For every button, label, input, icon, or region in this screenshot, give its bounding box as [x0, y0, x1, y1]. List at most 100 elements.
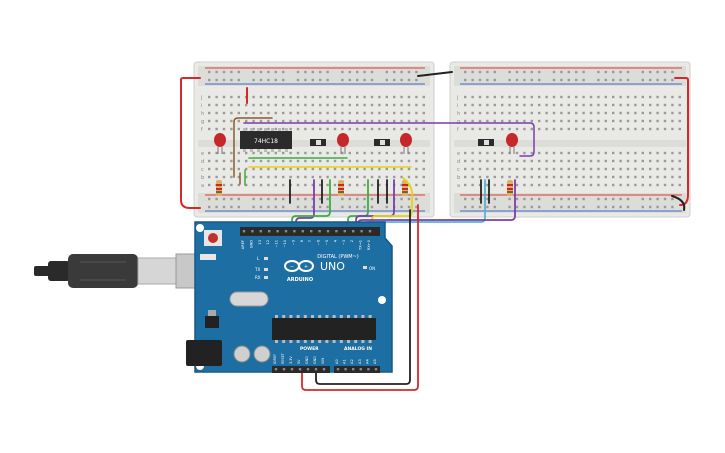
digital-pin-label: TX→1	[359, 240, 363, 251]
header-pin[interactable]	[360, 230, 363, 233]
ic-chip[interactable]: 74HC18	[240, 128, 292, 152]
arduino-logo-text: ARDUINO	[287, 277, 313, 283]
power-pin-label: 5V	[297, 359, 301, 364]
row-label: j	[456, 95, 458, 101]
header-pin[interactable]	[344, 368, 347, 371]
status-leds: L TX RX	[254, 256, 268, 280]
digital-pin-label: AREF	[241, 240, 245, 249]
row-label: g	[201, 119, 204, 125]
header-pin[interactable]	[274, 368, 278, 371]
row-label: f	[457, 127, 459, 133]
wire-black-rail-bridge[interactable]	[417, 71, 453, 77]
header-pin[interactable]	[352, 230, 355, 233]
row-label: c	[201, 167, 204, 173]
row-label: d	[201, 159, 204, 165]
voltage-regulator	[205, 316, 219, 328]
wire-purple-chip[interactable]	[243, 122, 535, 157]
row-label: b	[201, 175, 204, 181]
header-pin[interactable]	[322, 368, 326, 371]
led-3[interactable]	[400, 133, 412, 154]
resistor-3[interactable]	[402, 180, 408, 196]
header-pin[interactable]	[251, 230, 254, 233]
resistor-2[interactable]	[338, 180, 344, 196]
header-pin[interactable]	[374, 368, 378, 371]
header-pin[interactable]	[242, 230, 246, 233]
header-pin[interactable]	[352, 368, 355, 371]
power-jack[interactable]	[186, 340, 222, 366]
analog-pin-label: A3	[358, 359, 362, 364]
led-2[interactable]	[337, 133, 349, 154]
wire-brown-chip[interactable]	[233, 117, 273, 178]
header-pin[interactable]	[284, 230, 288, 233]
analog-pin-label: A5	[373, 359, 377, 364]
power-pin-label: VIN	[321, 358, 325, 364]
crystal	[229, 291, 269, 307]
row-label: f	[201, 127, 203, 133]
analog-header	[334, 366, 380, 373]
header-pin[interactable]	[259, 230, 262, 233]
digital-pin-label: ~3	[342, 240, 346, 245]
digital-pin-label: ~10	[283, 239, 287, 247]
header-pin[interactable]	[310, 230, 313, 233]
led-label-tx: TX	[254, 267, 260, 272]
row-label: e	[457, 151, 460, 157]
chip-pins	[243, 128, 288, 152]
header-pin[interactable]	[268, 230, 271, 233]
wire-red-5v[interactable]	[301, 204, 419, 391]
digital-pin-label: 7	[308, 240, 312, 242]
header-pin[interactable]	[276, 230, 279, 233]
led-4[interactable]	[506, 133, 518, 154]
header-pin[interactable]	[314, 368, 318, 371]
led-1[interactable]	[214, 133, 226, 154]
svg-text:−: −	[290, 264, 294, 270]
header-pin[interactable]	[343, 230, 346, 233]
header-pin[interactable]	[301, 230, 304, 233]
digital-pin-label: ~9	[291, 239, 295, 245]
row-label: e	[201, 151, 204, 157]
digital-pin-label: ~6	[317, 239, 321, 245]
power-pin-label: GND	[305, 356, 309, 364]
header-pin[interactable]	[282, 368, 286, 371]
led-label-rx: RX	[255, 275, 261, 280]
slide-switch-2[interactable]	[374, 139, 390, 146]
slide-switch-3[interactable]	[478, 139, 494, 146]
slide-switch-1[interactable]	[310, 139, 326, 146]
header-pin[interactable]	[335, 230, 338, 233]
row-label: h	[457, 111, 460, 117]
digital-pin-label: 2	[350, 240, 354, 242]
header-pin[interactable]	[306, 368, 310, 371]
microcontroller-chip	[272, 318, 376, 340]
resistor-1[interactable]	[216, 180, 222, 196]
resistor-4[interactable]	[507, 180, 513, 196]
power-pin-label: RESET	[281, 352, 285, 364]
row-label: j	[200, 95, 202, 101]
header-pin[interactable]	[336, 368, 340, 371]
power-pin-label: GND	[313, 356, 317, 364]
analog-pin-label: A0	[335, 359, 339, 364]
row-label: i	[201, 103, 202, 109]
power-label: POWER	[300, 346, 319, 352]
usb-cable[interactable]	[34, 253, 201, 289]
header-pin[interactable]	[367, 368, 370, 371]
analog-pin-label: A2	[350, 359, 354, 364]
header-pin[interactable]	[359, 368, 362, 371]
header-pin[interactable]	[293, 230, 296, 233]
header-pin[interactable]	[298, 368, 302, 371]
chip-label: 74HC18	[254, 138, 278, 145]
wire-red-left-rail[interactable]	[180, 77, 201, 209]
header-pin[interactable]	[368, 230, 372, 233]
model-text: UNO	[320, 260, 345, 273]
led-label-l: L	[257, 256, 260, 261]
row-label: d	[457, 159, 460, 165]
row-label: g	[457, 119, 460, 125]
header-pin[interactable]	[318, 230, 321, 233]
svg-text:+: +	[304, 264, 308, 270]
header-pin[interactable]	[326, 230, 330, 233]
header-pin[interactable]	[290, 368, 294, 371]
wire-black-gnd[interactable]	[315, 209, 411, 385]
wire-green-d8[interactable]	[291, 179, 331, 236]
wire-black-right-rail[interactable]	[671, 195, 686, 211]
